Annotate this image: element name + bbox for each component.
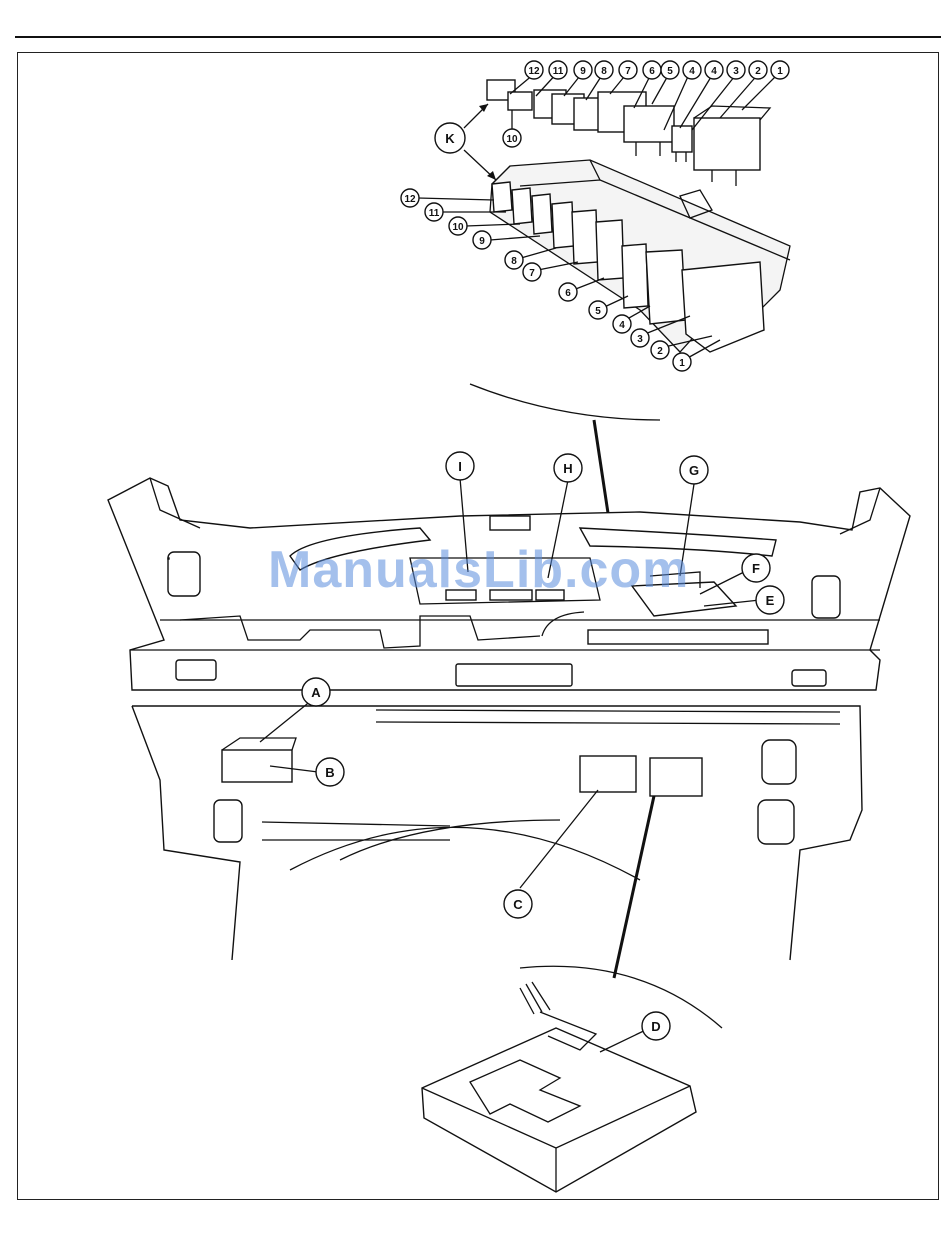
svg-text:9: 9 — [479, 236, 485, 247]
svg-text:5: 5 — [667, 66, 673, 77]
svg-text:D: D — [651, 1019, 660, 1034]
svg-text:B: B — [325, 765, 334, 780]
svg-text:8: 8 — [511, 256, 517, 267]
svg-text:7: 7 — [529, 268, 535, 279]
magnifier-arc-bottom — [520, 966, 722, 1028]
svg-text:E: E — [766, 593, 775, 608]
svg-text:G: G — [689, 463, 699, 478]
watermark: ManualsLib.com — [268, 540, 689, 600]
svg-text:8: 8 — [601, 66, 607, 77]
svg-text:3: 3 — [637, 334, 643, 345]
svg-text:5: 5 — [595, 306, 601, 317]
svg-text:C: C — [513, 897, 523, 912]
svg-text:9: 9 — [580, 66, 586, 77]
svg-text:2: 2 — [657, 346, 663, 357]
svg-text:1: 1 — [679, 358, 685, 369]
svg-text:10: 10 — [452, 222, 464, 233]
svg-text:4: 4 — [711, 66, 717, 77]
magnifier-arc-top — [470, 384, 660, 420]
k-arrows — [464, 104, 496, 180]
svg-text:1: 1 — [777, 66, 783, 77]
svg-text:4: 4 — [689, 66, 695, 77]
svg-text:10: 10 — [506, 134, 518, 145]
svg-text:6: 6 — [565, 288, 571, 299]
svg-text:3: 3 — [733, 66, 739, 77]
svg-text:I: I — [458, 459, 462, 474]
svg-text:4: 4 — [619, 320, 625, 331]
svg-text:11: 11 — [429, 208, 440, 219]
svg-text:F: F — [752, 561, 760, 576]
svg-text:12: 12 — [404, 194, 416, 205]
svg-text:7: 7 — [625, 66, 631, 77]
svg-text:K: K — [445, 131, 455, 146]
svg-text:2: 2 — [755, 66, 761, 77]
relay-box — [490, 160, 790, 352]
svg-text:A: A — [311, 685, 321, 700]
svg-text:11: 11 — [553, 66, 564, 77]
svg-text:6: 6 — [649, 66, 655, 77]
k-arrowheads — [479, 104, 496, 180]
svg-text:12: 12 — [528, 66, 540, 77]
svg-text:H: H — [563, 461, 572, 476]
